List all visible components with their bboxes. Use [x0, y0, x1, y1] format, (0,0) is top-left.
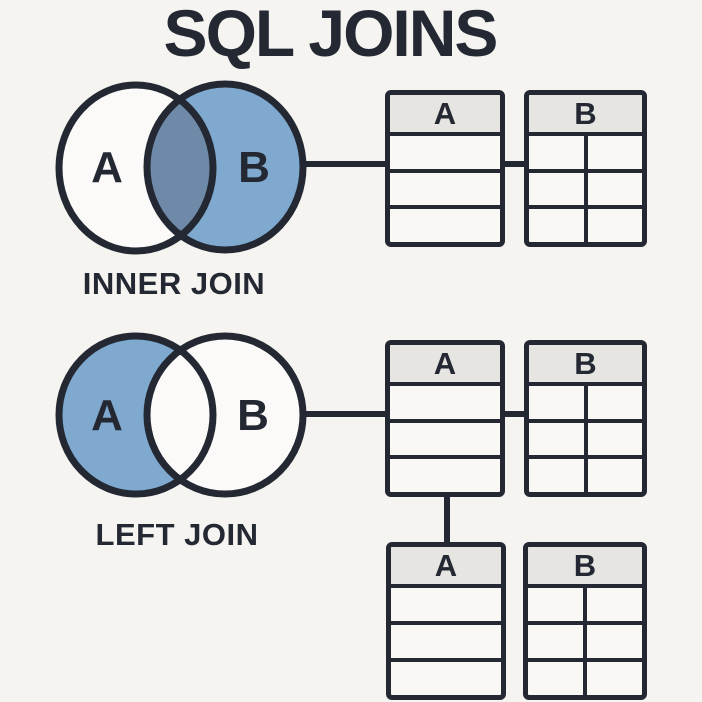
left-join-table-b: B — [524, 340, 647, 497]
venn-inner-join: A B — [55, 80, 307, 255]
table-cell — [390, 136, 500, 169]
table-cell — [587, 625, 642, 658]
table-row — [390, 459, 500, 492]
table-cell — [588, 173, 643, 206]
table-row — [528, 662, 642, 695]
inner-join-table-a: A — [385, 90, 505, 247]
table-cell — [588, 386, 643, 419]
table-header: A — [391, 547, 501, 588]
venn2-label-a: A — [91, 391, 123, 440]
venn2-intersection-fill — [147, 336, 213, 494]
left-join-result-table-a: A — [386, 542, 506, 700]
table-row — [528, 625, 642, 662]
venn1-label-a: A — [91, 143, 123, 192]
venn-left-join: A B — [55, 332, 307, 498]
table-row — [391, 662, 501, 695]
venn1-intersection-fill — [147, 85, 213, 250]
table-cell — [529, 459, 588, 492]
page-title: SQL JOINS — [163, 0, 499, 70]
table-cell — [390, 173, 500, 206]
table-cell — [529, 172, 588, 206]
table-row — [529, 172, 643, 210]
table-cell — [588, 423, 643, 456]
table-cell — [390, 209, 500, 242]
table-row — [390, 386, 500, 423]
table-row — [529, 422, 643, 460]
inner-join-label: INNER JOIN — [82, 266, 266, 301]
table-cell — [390, 423, 500, 456]
table-row — [390, 136, 500, 173]
table-cell — [391, 662, 501, 695]
venn2-circle-a-outline — [55, 332, 217, 498]
table-cell — [588, 459, 643, 492]
table-cell — [529, 422, 588, 456]
table-cell — [390, 386, 500, 419]
table-cell — [528, 588, 587, 621]
table-cell — [529, 209, 588, 242]
venn1-circle-a-outline — [55, 81, 217, 255]
table-row — [529, 136, 642, 173]
left-join-label: LEFT JOIN — [95, 517, 259, 552]
table-cell — [587, 662, 642, 695]
table-cell — [588, 209, 643, 242]
table-cell — [390, 459, 500, 492]
table-header: A — [390, 95, 500, 136]
table-cell — [391, 625, 501, 658]
table-header: A — [390, 345, 500, 386]
table-cell — [588, 136, 643, 169]
table-row — [529, 386, 642, 423]
table-row — [391, 588, 501, 625]
venn2-label-b: B — [237, 391, 269, 440]
table-header: B — [528, 547, 642, 588]
table-row — [528, 588, 642, 625]
table-cell — [529, 386, 588, 419]
table-cell — [529, 136, 588, 169]
venn1-label-b: B — [238, 143, 270, 192]
table-cell — [528, 625, 587, 658]
table-row — [390, 173, 500, 210]
left-join-result-table-b: B — [523, 542, 647, 700]
table-cell — [391, 588, 501, 621]
table-cell — [587, 588, 642, 621]
table-header: B — [529, 345, 642, 386]
table-cell — [528, 662, 587, 695]
table-header: B — [529, 95, 642, 136]
table-row — [391, 625, 501, 662]
inner-join-table-b: B — [524, 90, 647, 247]
table-row — [390, 209, 500, 242]
left-join-table-a: A — [385, 340, 505, 497]
table-row — [529, 459, 642, 492]
table-row — [390, 423, 500, 460]
table-row — [529, 209, 642, 242]
